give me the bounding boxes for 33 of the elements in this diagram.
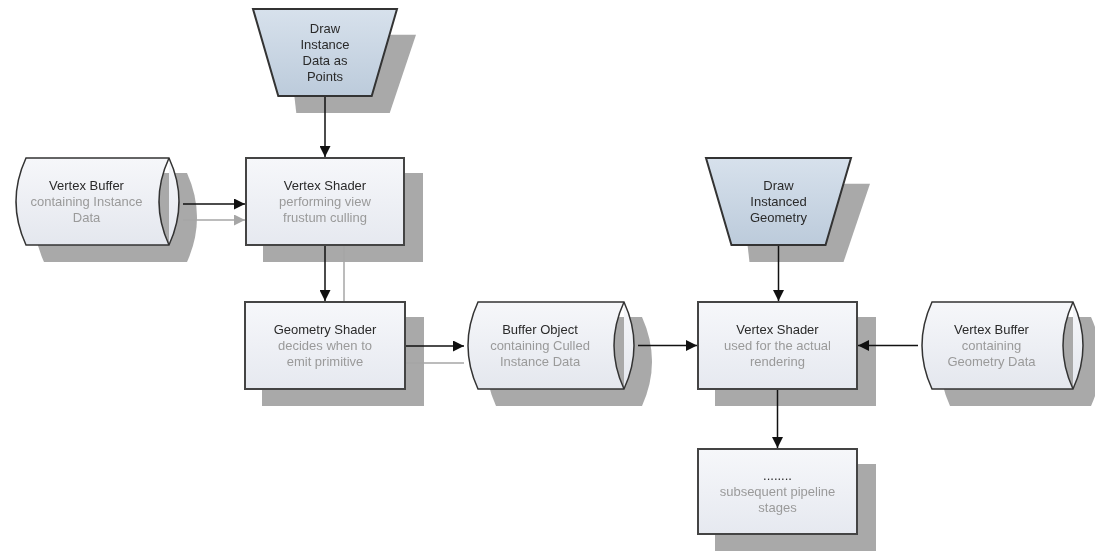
node-description: decides when to emit primitive [277, 337, 373, 370]
arrow [773, 245, 784, 302]
process-box [245, 157, 405, 246]
arrow [857, 340, 919, 351]
process-box [244, 301, 406, 390]
node-title: Vertex Buffer [49, 177, 124, 194]
storage-cylinder [12, 157, 183, 246]
node-title: Geometry Shader [273, 321, 377, 338]
node-title: Vertex Shader [283, 177, 367, 194]
arrow [319, 96, 331, 158]
node-description: containing Geometry Data [946, 337, 1037, 370]
storage-cylinder [918, 301, 1087, 390]
node-description: containing Instance Data [29, 193, 144, 226]
input-trapezoid [705, 157, 852, 246]
arrow [405, 340, 465, 352]
input-trapezoid [252, 8, 398, 97]
process-box [697, 448, 858, 535]
node-description: performing view frustum culling [278, 193, 372, 226]
arrow [319, 245, 331, 302]
node-title: Draw Instanced Geometry [748, 177, 809, 226]
storage-cylinder [464, 301, 638, 390]
node-title: ........ [763, 467, 792, 484]
node-title: Draw Instance Data as Points [299, 20, 351, 85]
arrow [182, 198, 246, 210]
node-title: Vertex Buffer [954, 321, 1029, 338]
node-title: Buffer Object [502, 321, 578, 338]
arrow [772, 389, 783, 449]
node-description: containing Culled Instance Data [489, 337, 591, 370]
process-box [697, 301, 858, 390]
arrow [637, 340, 698, 351]
node-title: Vertex Shader [736, 321, 819, 338]
node-description: used for the actual rendering [723, 337, 832, 370]
node-description: subsequent pipeline stages [718, 483, 837, 516]
